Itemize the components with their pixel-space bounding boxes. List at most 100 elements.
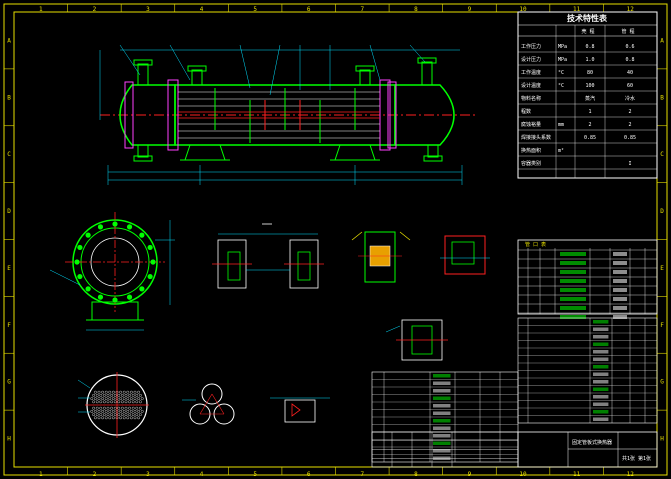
spec-header-cell: 管 程 <box>621 28 634 35</box>
spec-cell: 0.8 <box>585 44 594 50</box>
tube-hole <box>95 393 99 397</box>
tube-hole <box>129 397 133 400</box>
tube-hole <box>106 400 110 404</box>
nozzle-row-text-mark <box>560 252 586 256</box>
zone-row-D-left: D <box>7 208 11 215</box>
spec-cell: 0.85 <box>624 135 636 141</box>
tube-hole <box>122 397 126 400</box>
tube-hole <box>121 393 124 397</box>
tube-hole <box>138 400 142 404</box>
tube-hole <box>126 409 130 413</box>
spec-cell: 0.85 <box>584 135 596 141</box>
zone-row-D-right: D <box>660 208 664 215</box>
tube-hole <box>126 390 130 394</box>
parts-row-text-mark <box>433 404 451 408</box>
parts-row-text-mark <box>593 342 609 346</box>
tube-hole <box>119 416 123 420</box>
tube-hole <box>131 406 135 410</box>
parts-row-text-mark <box>433 389 451 393</box>
tube-hole <box>117 406 121 410</box>
tube-hole <box>97 390 101 394</box>
tube-hole <box>99 393 103 397</box>
tube-hole <box>97 409 101 413</box>
tube-hole <box>135 413 139 416</box>
tube-hole <box>99 406 103 410</box>
zone-row-E-right: E <box>660 265 664 272</box>
nozzle-row-text-mark <box>613 315 627 319</box>
zone-column-4-bottom: 4 <box>200 471 204 478</box>
parts-row-text-mark <box>593 380 609 384</box>
spec-cell: 2 <box>628 109 631 115</box>
spec-cell: 设计温度 <box>521 82 541 89</box>
zone-column-10-top: 10 <box>519 6 527 13</box>
tube-hole <box>97 416 101 420</box>
bolt-hole <box>77 244 83 251</box>
tube-hole <box>128 393 132 397</box>
tube-hole <box>113 393 117 397</box>
tube-hole <box>140 409 144 413</box>
tube-hole <box>131 393 135 397</box>
tube-pitch-detail <box>182 383 235 425</box>
tube-hole <box>129 409 133 413</box>
nozzle-row-text-mark <box>613 279 627 283</box>
bolt-hole <box>147 273 153 280</box>
spec-cell: 1 <box>588 109 591 115</box>
spec-cell: 焊接接头系数 <box>521 134 551 141</box>
tube-hole <box>121 406 124 410</box>
nozzle-table: 管 口 表 <box>517 239 658 319</box>
tube-hole <box>137 397 141 400</box>
tube-hole <box>104 397 108 400</box>
spec-table-title: 技术特性表 <box>567 13 608 23</box>
tube-hole <box>103 400 106 404</box>
spec-cell: MPa <box>558 57 567 63</box>
spec-cell: 容器类别 <box>521 160 541 167</box>
tube-hole <box>126 397 130 400</box>
tube-hole <box>103 413 106 416</box>
bolt-hole <box>77 273 83 280</box>
tube-hole <box>140 397 144 400</box>
parts-row-text-mark <box>593 335 609 339</box>
tube-hole <box>121 400 124 404</box>
spec-cell: 工作压力 <box>521 43 541 50</box>
spec-cell: MPa <box>558 44 567 50</box>
bolt-hole <box>85 232 91 238</box>
parts-row-text-mark <box>433 396 451 400</box>
tube-hole <box>112 397 115 400</box>
tube-hole <box>137 416 141 420</box>
tube-hole <box>112 390 115 394</box>
zone-row-H-right: H <box>660 436 664 443</box>
tube-hole <box>126 416 130 420</box>
parts-row-text-mark <box>593 417 609 421</box>
tube-hole <box>90 409 94 413</box>
sheet-number: 共1张 第1张 <box>622 455 651 462</box>
tube-hole <box>95 400 99 404</box>
tube-hole <box>135 406 139 410</box>
nozzle-row-text-mark <box>560 279 586 283</box>
tube-hole <box>101 416 105 420</box>
spec-cell: 0.6 <box>625 44 634 50</box>
saddle-detail <box>212 223 324 289</box>
tube-hole <box>94 397 97 400</box>
tube-hole <box>119 390 123 394</box>
zone-column-5-bottom: 5 <box>253 471 257 478</box>
zone-row-A-left: A <box>7 37 11 44</box>
tube-hole <box>133 409 137 413</box>
zone-row-G-right: G <box>660 379 664 386</box>
nozzle-row-text-mark <box>613 252 627 256</box>
bolt-hole <box>150 259 156 265</box>
tube-hole <box>104 390 108 394</box>
tube-hole <box>112 416 115 420</box>
spec-cell: 2 <box>588 122 591 128</box>
zone-row-E-left: E <box>7 265 11 272</box>
zone-column-1-top: 1 <box>39 6 43 13</box>
tube-hole <box>103 406 106 410</box>
tube-hole <box>119 409 123 413</box>
spec-cell: I <box>628 161 631 167</box>
bolt-hole <box>97 294 104 300</box>
tube-hole <box>110 400 114 404</box>
tube-hole <box>138 393 142 397</box>
bolt-hole <box>126 294 133 300</box>
end-view-flange <box>49 212 175 331</box>
tube-hole <box>138 413 142 416</box>
bolt-hole <box>74 259 80 265</box>
